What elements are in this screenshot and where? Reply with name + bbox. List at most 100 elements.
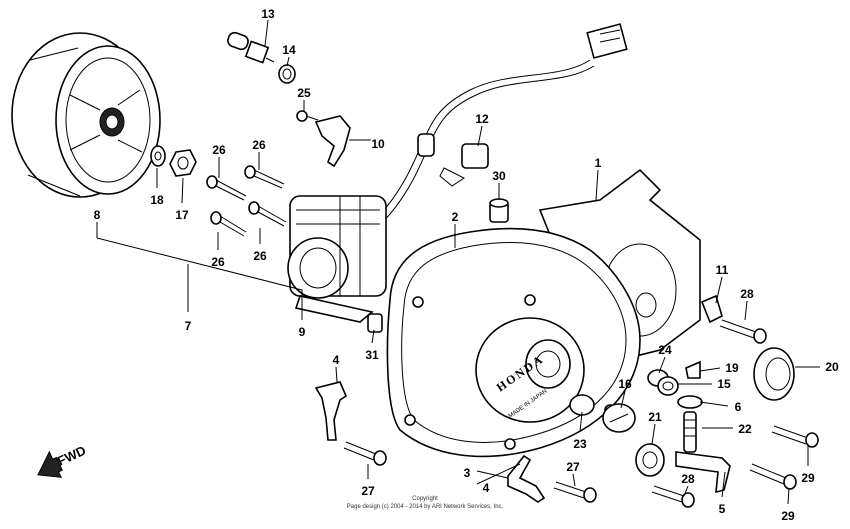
clip-19 [685, 360, 701, 379]
callout-number: 7 [185, 319, 192, 333]
callout-c29b: 29 [781, 487, 795, 523]
nut-17 [169, 149, 197, 177]
callout-number: 26 [211, 255, 225, 269]
callout-c2: 2 [452, 210, 459, 248]
callout-c27a: 27 [361, 464, 375, 498]
callout-c25: 25 [297, 86, 311, 112]
callout-c29a: 29 [801, 445, 815, 485]
arm-5 [675, 451, 731, 494]
left-crankcase-cover-2: HONDA MADE IN JAPAN [386, 227, 641, 458]
callout-number: 23 [573, 437, 587, 451]
copyright-line1: Copyright [412, 496, 438, 502]
callout-c9: 9 [299, 303, 306, 339]
leader-line [699, 401, 729, 407]
callout-c11: 11 [715, 263, 729, 304]
callout-number: 10 [371, 137, 385, 151]
callout-number: 18 [150, 193, 164, 207]
leader-line [595, 169, 599, 201]
callout-number: 28 [681, 472, 695, 486]
screw-25 [296, 110, 319, 122]
callout-c20: 20 [795, 360, 839, 374]
bolt-26-a [206, 175, 247, 201]
washer-6 [677, 395, 703, 409]
leader-line [476, 470, 509, 479]
callout-number: 27 [566, 460, 580, 474]
callout-number: 22 [738, 422, 752, 436]
callout-c8: 8 [94, 208, 101, 232]
callout-c1: 1 [595, 156, 602, 201]
callout-number: 29 [781, 509, 795, 523]
callout-c4a: 4 [333, 353, 340, 383]
callout-c10: 10 [349, 137, 385, 151]
oil-seal-20 [753, 347, 795, 401]
callout-c7: 7 [185, 293, 192, 333]
callout-number: 12 [475, 112, 489, 126]
callout-number: 24 [658, 343, 672, 357]
bolt-26-c [210, 211, 247, 237]
bolt-27-right [553, 481, 597, 503]
callout-number: 4 [483, 481, 490, 495]
leader-line [477, 125, 483, 147]
callout-c26a: 26 [212, 143, 226, 178]
callout-number: 5 [719, 502, 726, 516]
fwd-arrow: FWD [37, 443, 88, 478]
callout-c5: 5 [719, 471, 726, 516]
bolt-28-upper [719, 319, 767, 344]
stator-assy-9 [287, 195, 387, 323]
leader-line [715, 276, 723, 304]
callout-c18: 18 [150, 168, 164, 207]
callout-c6: 6 [699, 400, 742, 414]
callout-number: 2 [452, 210, 459, 224]
callout-c21: 21 [648, 410, 662, 445]
callout-c19: 19 [699, 361, 739, 375]
callout-c13: 13 [261, 7, 275, 47]
leader-line [371, 329, 375, 344]
leader-line [572, 473, 576, 487]
fwd-label: FWD [55, 443, 88, 469]
wire-grommet-12 [439, 143, 489, 187]
callout-c15: 15 [678, 377, 731, 391]
callout-number: 29 [801, 471, 815, 485]
bolt-26-b [244, 165, 285, 189]
callout-c17: 17 [175, 177, 189, 222]
callout-number: 16 [618, 377, 632, 391]
callout-number: 8 [94, 208, 101, 222]
callout-c16: 16 [618, 377, 632, 409]
callout-number: 25 [297, 86, 311, 100]
flywheel-rotor [11, 32, 161, 198]
bolt-29-lower [749, 463, 797, 490]
dowel-pin-30 [489, 198, 509, 223]
callout-number: 21 [648, 410, 662, 424]
callout-number: 19 [725, 361, 739, 375]
callout-c30: 30 [492, 169, 506, 200]
callout-c26d: 26 [253, 228, 267, 263]
copyright-line2: Page design (c) 2004 - 2014 by ARI Netwo… [347, 504, 504, 510]
leader-line [335, 366, 338, 383]
callout-number: 9 [299, 325, 306, 339]
seal-15 [657, 376, 679, 396]
clamp-4-3-lower [507, 454, 546, 503]
leader-line [658, 356, 666, 374]
leader-line [181, 177, 184, 204]
leader-line [476, 463, 521, 485]
callout-number: 27 [361, 484, 375, 498]
callout-c3: 3 [464, 466, 509, 480]
callout-number: 20 [825, 360, 839, 374]
grommet-14 [278, 64, 296, 84]
callout-number: 6 [735, 400, 742, 414]
callout-c12: 12 [475, 112, 489, 147]
callout-number: 4 [333, 353, 340, 367]
leader-line [744, 300, 748, 321]
leader-line [651, 423, 656, 445]
callout-number: 14 [282, 43, 296, 57]
leader-line [264, 19, 269, 47]
plate-11 [700, 294, 723, 324]
callout-number: 28 [740, 287, 754, 301]
callout-number: 26 [252, 138, 266, 152]
callout-c27b: 27 [566, 460, 580, 487]
leader-line [699, 367, 721, 372]
dowel-pin-31 [367, 313, 383, 333]
callout-c14: 14 [282, 43, 296, 67]
washer-18 [150, 145, 166, 167]
